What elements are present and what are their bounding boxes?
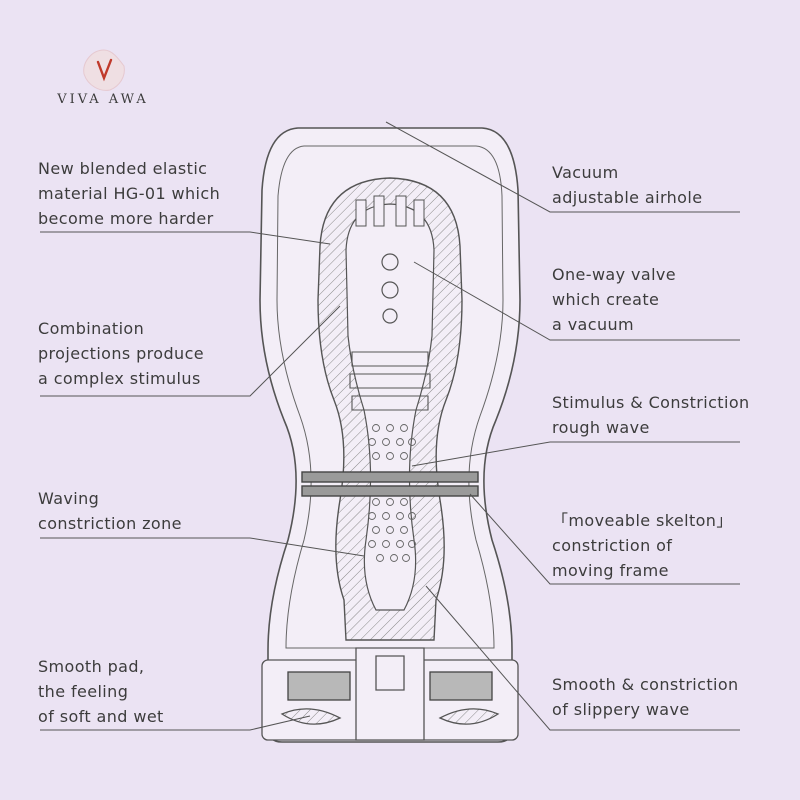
leader-moveable-skeleton bbox=[469, 493, 740, 585]
valve-teeth bbox=[355, 195, 425, 227]
label-waving-constriction: Waving constriction zone bbox=[38, 486, 182, 536]
label-line: of slippery wave bbox=[552, 700, 690, 719]
inner-sleeve bbox=[317, 177, 463, 641]
label-line: Smooth & constriction bbox=[552, 675, 739, 694]
label-line: One-way valve bbox=[552, 265, 677, 284]
label-stimulus-rough-wave: Stimulus & Constriction rough wave bbox=[552, 390, 750, 440]
leader-combination-projections bbox=[40, 305, 341, 397]
label-line: constriction zone bbox=[38, 514, 182, 533]
label-line: rough wave bbox=[552, 418, 650, 437]
ribs bbox=[349, 351, 431, 411]
label-moveable-skeleton: 「moveable skelton」 constriction of movin… bbox=[552, 508, 733, 583]
stimulus-nubs bbox=[368, 424, 416, 562]
label-line: New blended elastic bbox=[38, 159, 208, 178]
v-monogram-logo bbox=[83, 49, 125, 91]
label-line: which create bbox=[552, 290, 660, 309]
leader-elastic-material bbox=[40, 231, 331, 245]
leader-vacuum-airhole bbox=[385, 121, 740, 213]
label-combination-projections: Combination projections produce a comple… bbox=[38, 316, 204, 391]
label-vacuum-airhole: Vacuum adjustable airhole bbox=[552, 160, 702, 210]
brand-name: VIVA AWA bbox=[57, 92, 149, 107]
label-one-way-valve: One-way valve which create a vacuum bbox=[552, 262, 676, 337]
label-line: projections produce bbox=[38, 344, 205, 363]
label-line: 「moveable skelton」 bbox=[552, 511, 733, 530]
label-line: material HG-01 which bbox=[38, 184, 221, 203]
label-line: Smooth pad, bbox=[38, 657, 145, 676]
label-elastic-material: New blended elastic material HG-01 which… bbox=[38, 156, 220, 231]
moveable-frame bbox=[301, 471, 479, 497]
label-line: Stimulus & Constriction bbox=[552, 393, 750, 412]
leader-one-way-valve bbox=[413, 261, 740, 341]
label-line: Vacuum bbox=[552, 163, 619, 182]
leader-slippery-wave bbox=[425, 585, 740, 731]
label-line: adjustable airhole bbox=[552, 188, 703, 207]
label-smooth-pad: Smooth pad, the feeling of soft and wet bbox=[38, 654, 164, 729]
label-line: become more harder bbox=[38, 209, 214, 228]
valve-holes bbox=[381, 253, 399, 324]
label-line: the feeling bbox=[38, 682, 129, 701]
leader-stimulus-rough-wave bbox=[411, 441, 740, 467]
leader-smooth-pad bbox=[40, 715, 311, 731]
label-line: constriction of bbox=[552, 536, 673, 555]
base-cap bbox=[261, 647, 519, 741]
label-line: moving frame bbox=[552, 561, 669, 580]
label-line: Combination bbox=[38, 319, 145, 338]
label-line: a vacuum bbox=[552, 315, 635, 334]
label-line: Waving bbox=[38, 489, 100, 508]
label-slippery-wave: Smooth & constriction of slippery wave bbox=[552, 672, 739, 722]
label-line: a complex stimulus bbox=[38, 369, 201, 388]
leader-lines bbox=[40, 121, 740, 731]
leader-waving-constriction bbox=[40, 537, 365, 557]
label-line: of soft and wet bbox=[38, 707, 164, 726]
